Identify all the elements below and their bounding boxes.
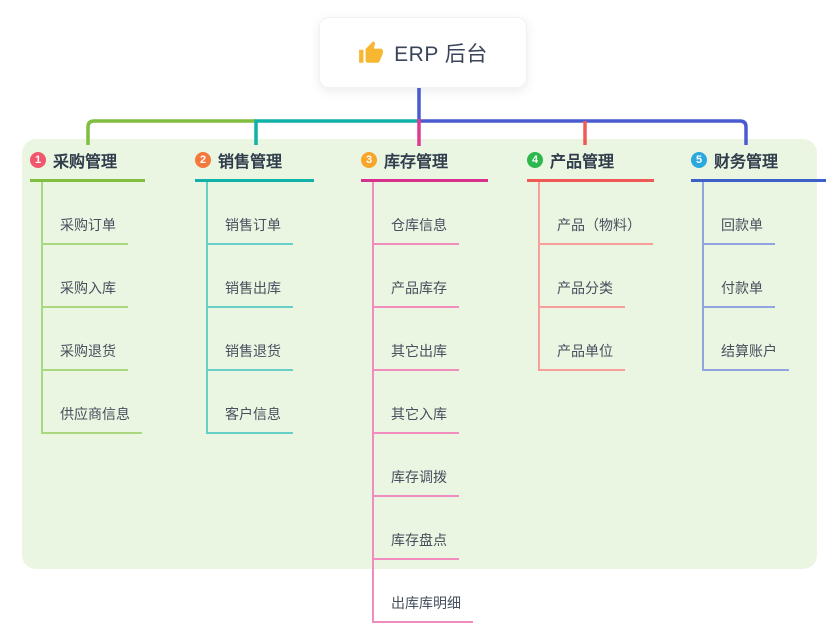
connector-lines xyxy=(86,86,748,146)
node-item[interactable]: 客户信息 xyxy=(208,371,293,434)
node-item[interactable]: 采购订单 xyxy=(43,182,128,245)
branch-head-sales[interactable]: 2 销售管理 xyxy=(195,148,314,182)
thumbs-up-icon xyxy=(359,40,384,63)
node-item[interactable]: 供应商信息 xyxy=(43,371,142,434)
node-item[interactable]: 结算账户 xyxy=(704,308,789,371)
branch-head-purchase[interactable]: 1 采购管理 xyxy=(30,148,145,182)
badge-3: 3 xyxy=(361,152,377,168)
root-title: ERP 后台 xyxy=(394,42,488,66)
branch-inventory: 3 库存管理 仓库信息 产品库存 其它出库 其它入库 库存调拨 库存盘点 出库库… xyxy=(361,148,488,623)
branch-children: 采购订单 采购入库 采购退货 供应商信息 xyxy=(41,182,145,434)
mindmap-canvas-panel xyxy=(22,139,817,569)
node-item[interactable]: 产品库存 xyxy=(374,245,459,308)
node-item[interactable]: 付款单 xyxy=(704,245,775,308)
branch-head-product[interactable]: 4 产品管理 xyxy=(527,148,654,182)
node-item[interactable]: 产品分类 xyxy=(540,245,625,308)
node-item[interactable]: 产品（物料） xyxy=(540,182,653,245)
branch-purchase: 1 采购管理 采购订单 采购入库 采购退货 供应商信息 xyxy=(30,148,145,434)
badge-2: 2 xyxy=(195,152,211,168)
node-item[interactable]: 销售出库 xyxy=(208,245,293,308)
node-item[interactable]: 其它入库 xyxy=(374,371,459,434)
branch-children: 仓库信息 产品库存 其它出库 其它入库 库存调拨 库存盘点 出库库明细 xyxy=(372,182,488,623)
node-item[interactable]: 产品单位 xyxy=(540,308,625,371)
node-item[interactable]: 出库库明细 xyxy=(374,560,473,623)
branch-head-inventory[interactable]: 3 库存管理 xyxy=(361,148,488,182)
branch-label: 产品管理 xyxy=(550,154,615,171)
branch-head-finance[interactable]: 5 财务管理 xyxy=(691,148,826,182)
node-item[interactable]: 其它出库 xyxy=(374,308,459,371)
badge-5: 5 xyxy=(691,152,707,168)
branch-label: 采购管理 xyxy=(53,154,118,171)
node-item[interactable]: 库存盘点 xyxy=(374,497,459,560)
branch-finance: 5 财务管理 回款单 付款单 结算账户 xyxy=(691,148,826,371)
branch-product: 4 产品管理 产品（物料） 产品分类 产品单位 xyxy=(527,148,654,371)
node-item[interactable]: 回款单 xyxy=(704,182,775,245)
branch-label: 库存管理 xyxy=(384,154,449,171)
branch-label: 销售管理 xyxy=(218,154,283,171)
node-item[interactable]: 采购退货 xyxy=(43,308,128,371)
node-item[interactable]: 库存调拨 xyxy=(374,434,459,497)
branch-sales: 2 销售管理 销售订单 销售出库 销售退货 客户信息 xyxy=(195,148,314,434)
badge-4: 4 xyxy=(527,152,543,168)
root-node[interactable]: ERP 后台 xyxy=(319,17,527,88)
branch-children: 销售订单 销售出库 销售退货 客户信息 xyxy=(206,182,314,434)
branch-label: 财务管理 xyxy=(714,154,779,171)
branch-children: 产品（物料） 产品分类 产品单位 xyxy=(538,182,654,371)
branch-children: 回款单 付款单 结算账户 xyxy=(702,182,826,371)
node-item[interactable]: 仓库信息 xyxy=(374,182,459,245)
node-item[interactable]: 采购入库 xyxy=(43,245,128,308)
node-item[interactable]: 销售退货 xyxy=(208,308,293,371)
node-item[interactable]: 销售订单 xyxy=(208,182,293,245)
badge-1: 1 xyxy=(30,152,46,168)
